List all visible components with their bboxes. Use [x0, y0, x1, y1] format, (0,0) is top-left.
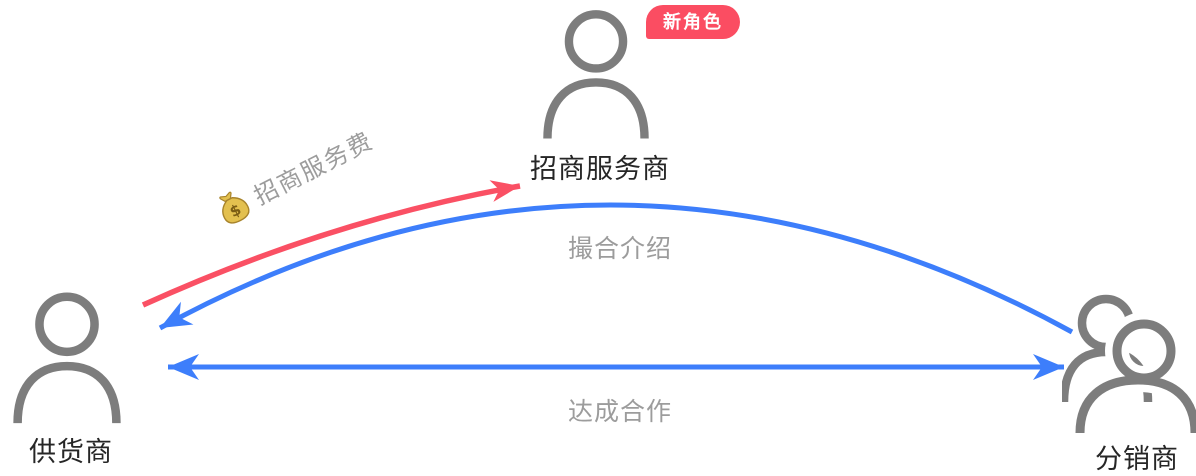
matchmaking-arrow: [158, 202, 1074, 335]
service-fee-arrow: [141, 180, 521, 308]
service-provider-node: [540, 6, 652, 144]
new-role-badge: 新角色: [646, 5, 740, 39]
supplier-node: [8, 292, 126, 425]
service-fee-text: 招商服务费: [249, 127, 379, 211]
supplier-label: 供货商: [29, 437, 113, 467]
service-fee-label: $ 招商服务费: [212, 121, 378, 229]
people-icon: [1062, 294, 1196, 433]
matchmaking-label: 撮合介绍: [567, 235, 672, 263]
service-provider-label: 招商服务商: [530, 154, 670, 184]
person-icon: [13, 292, 121, 424]
distributor-label: 分销商: [1095, 444, 1179, 474]
distributor-node: [1062, 292, 1196, 433]
money-bag-icon: $: [218, 191, 250, 224]
cooperation-label: 达成合作: [567, 398, 672, 426]
person-icon: [543, 10, 649, 139]
